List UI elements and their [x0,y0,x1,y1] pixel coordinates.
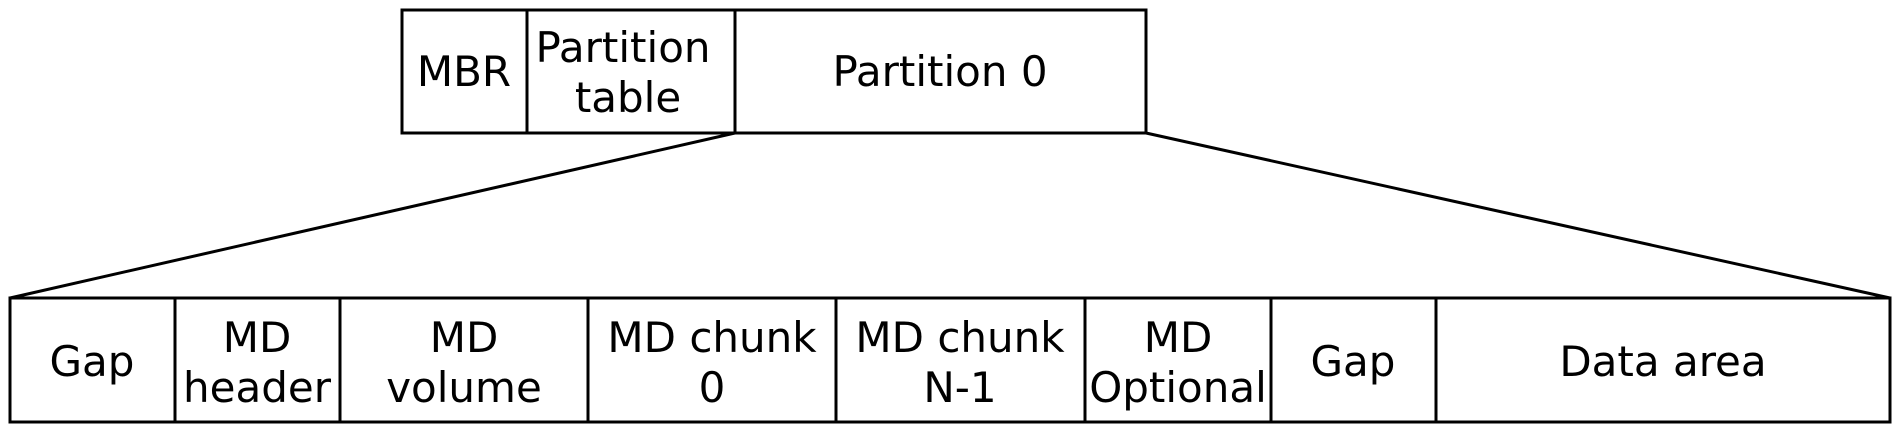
md-chunk-n-1-label-line-1: MD chunk [855,313,1065,362]
md-chunk-n-1-cell: MD chunk N-1 [855,313,1065,412]
md-header-label-line-2: header [183,363,332,412]
md-chunk-0-label-line-2: 0 [699,363,726,412]
md-chunk-0-cell: MD chunk 0 [607,313,817,412]
partition-0-label: Partition 0 [832,47,1047,96]
md-volume-cell: MD volume [386,313,542,412]
md-volume-label-line-1: MD [430,313,499,362]
mbr-label: MBR [417,47,511,96]
md-chunk-0-label-line-1: MD chunk [607,313,817,362]
gap-label: Gap [1311,337,1396,386]
expansion-line-right [1145,131,1891,300]
md-header-label-line-1: MD [223,313,292,362]
mbr-cell: MBR [417,47,511,96]
md-chunk-n-1-label-line-2: N-1 [923,363,996,412]
disk-layout-row: MBR Partition table Partition 0 [400,8,1148,135]
gap-cell: Gap [1311,337,1396,386]
md-optional-cell: MD Optional [1089,313,1267,412]
expansion-line-left [9,131,736,300]
partition-0-cell: Partition 0 [832,47,1047,96]
md-optional-label-line-1: MD [1144,313,1213,362]
md-optional-label-line-2: Optional [1089,363,1267,412]
partition-detail-row: Gap MD header MD volume MD chunk 0 MD ch… [8,296,1892,424]
data-area-cell: Data area [1559,337,1766,386]
partition-table-label-line-1: Partition [535,23,710,72]
partition-table-label-line-2: table [575,73,681,122]
partition-detail-outline [8,296,1892,424]
partition-table-cell: Partition table [535,23,710,122]
data-area-label: Data area [1559,337,1766,386]
md-header-cell: MD header [183,313,332,412]
gap-cell: Gap [50,337,135,386]
gap-label: Gap [50,337,135,386]
md-volume-label-line-2: volume [386,363,542,412]
